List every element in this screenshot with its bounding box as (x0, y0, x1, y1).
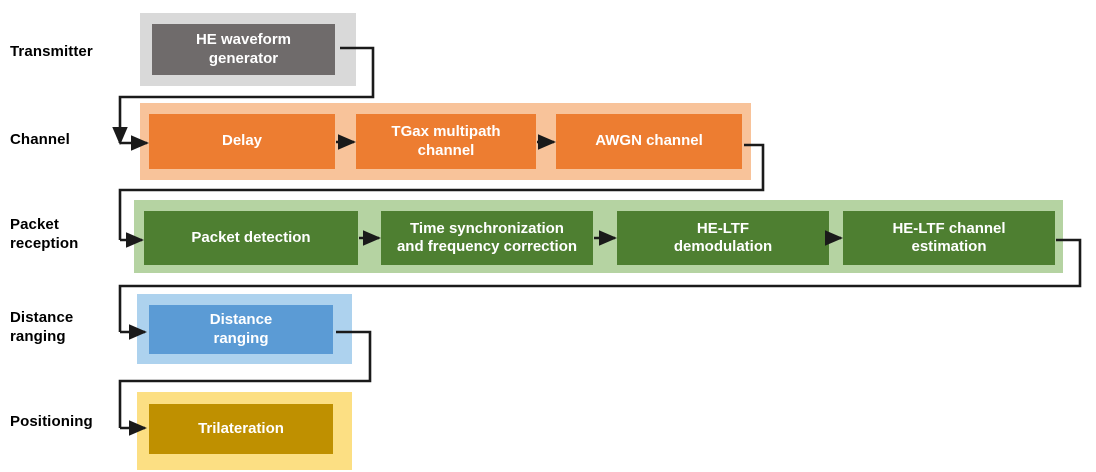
node-he-ltf-channel-estimation[interactable]: HE-LTF channel estimation (843, 211, 1055, 265)
node-distance-ranging[interactable]: Distance ranging (149, 305, 333, 354)
row-label-packet-reception: Packet reception (10, 216, 79, 252)
node-awgn-channel[interactable]: AWGN channel (556, 114, 742, 169)
node-he-ltf-demodulation[interactable]: HE-LTF demodulation (617, 211, 829, 265)
node-tgax-multipath-channel[interactable]: TGax multipath channel (356, 114, 536, 169)
row-label-positioning: Positioning (10, 413, 93, 430)
node-trilateration[interactable]: Trilateration (149, 404, 333, 454)
node-delay[interactable]: Delay (149, 114, 335, 169)
node-he-waveform-generator[interactable]: HE waveform generator (152, 24, 335, 75)
row-label-distance-ranging: Distance ranging (10, 309, 74, 345)
node-packet-detection[interactable]: Packet detection (144, 211, 358, 265)
row-label-channel: Channel (10, 131, 70, 148)
row-label-transmitter: Transmitter (10, 43, 93, 60)
node-time-sync-frequency-correction[interactable]: Time synchronization and frequency corre… (381, 211, 593, 265)
